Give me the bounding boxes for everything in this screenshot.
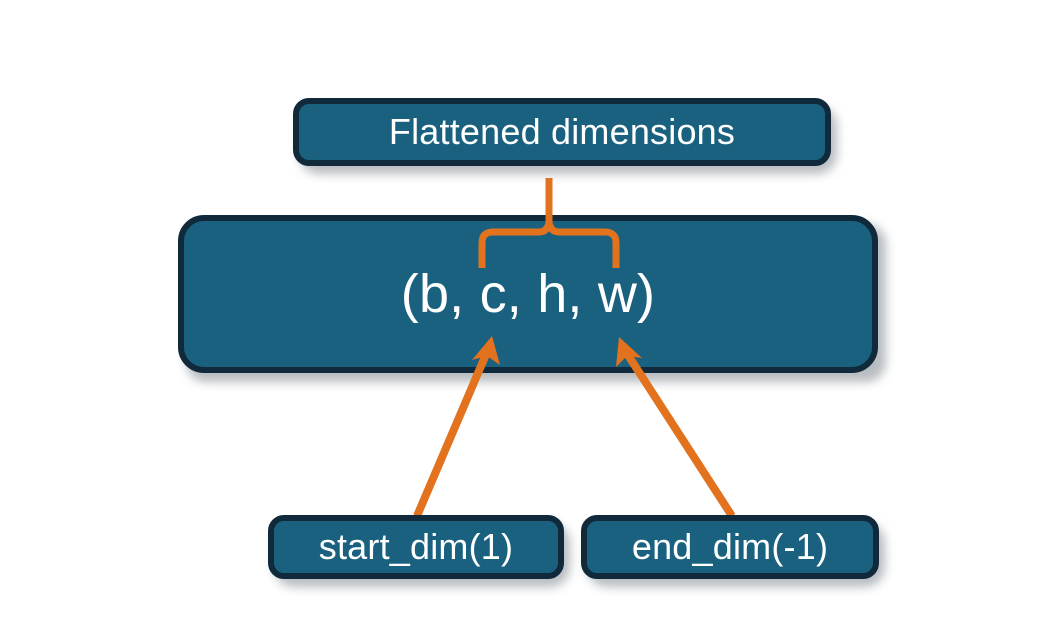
node-end-dim-label: end_dim(-1) [631, 526, 829, 567]
node-shape-tuple-label: (b, c, h, w) [400, 264, 656, 324]
node-start-dim: start_dim(1) [268, 515, 564, 579]
node-flattened-dimensions: Flattened dimensions [293, 98, 831, 166]
node-end-dim: end_dim(-1) [581, 515, 879, 579]
node-flattened-dimensions-label: Flattened dimensions [388, 111, 736, 152]
node-shape-tuple: (b, c, h, w) [178, 215, 878, 373]
node-start-dim-label: start_dim(1) [318, 526, 514, 567]
